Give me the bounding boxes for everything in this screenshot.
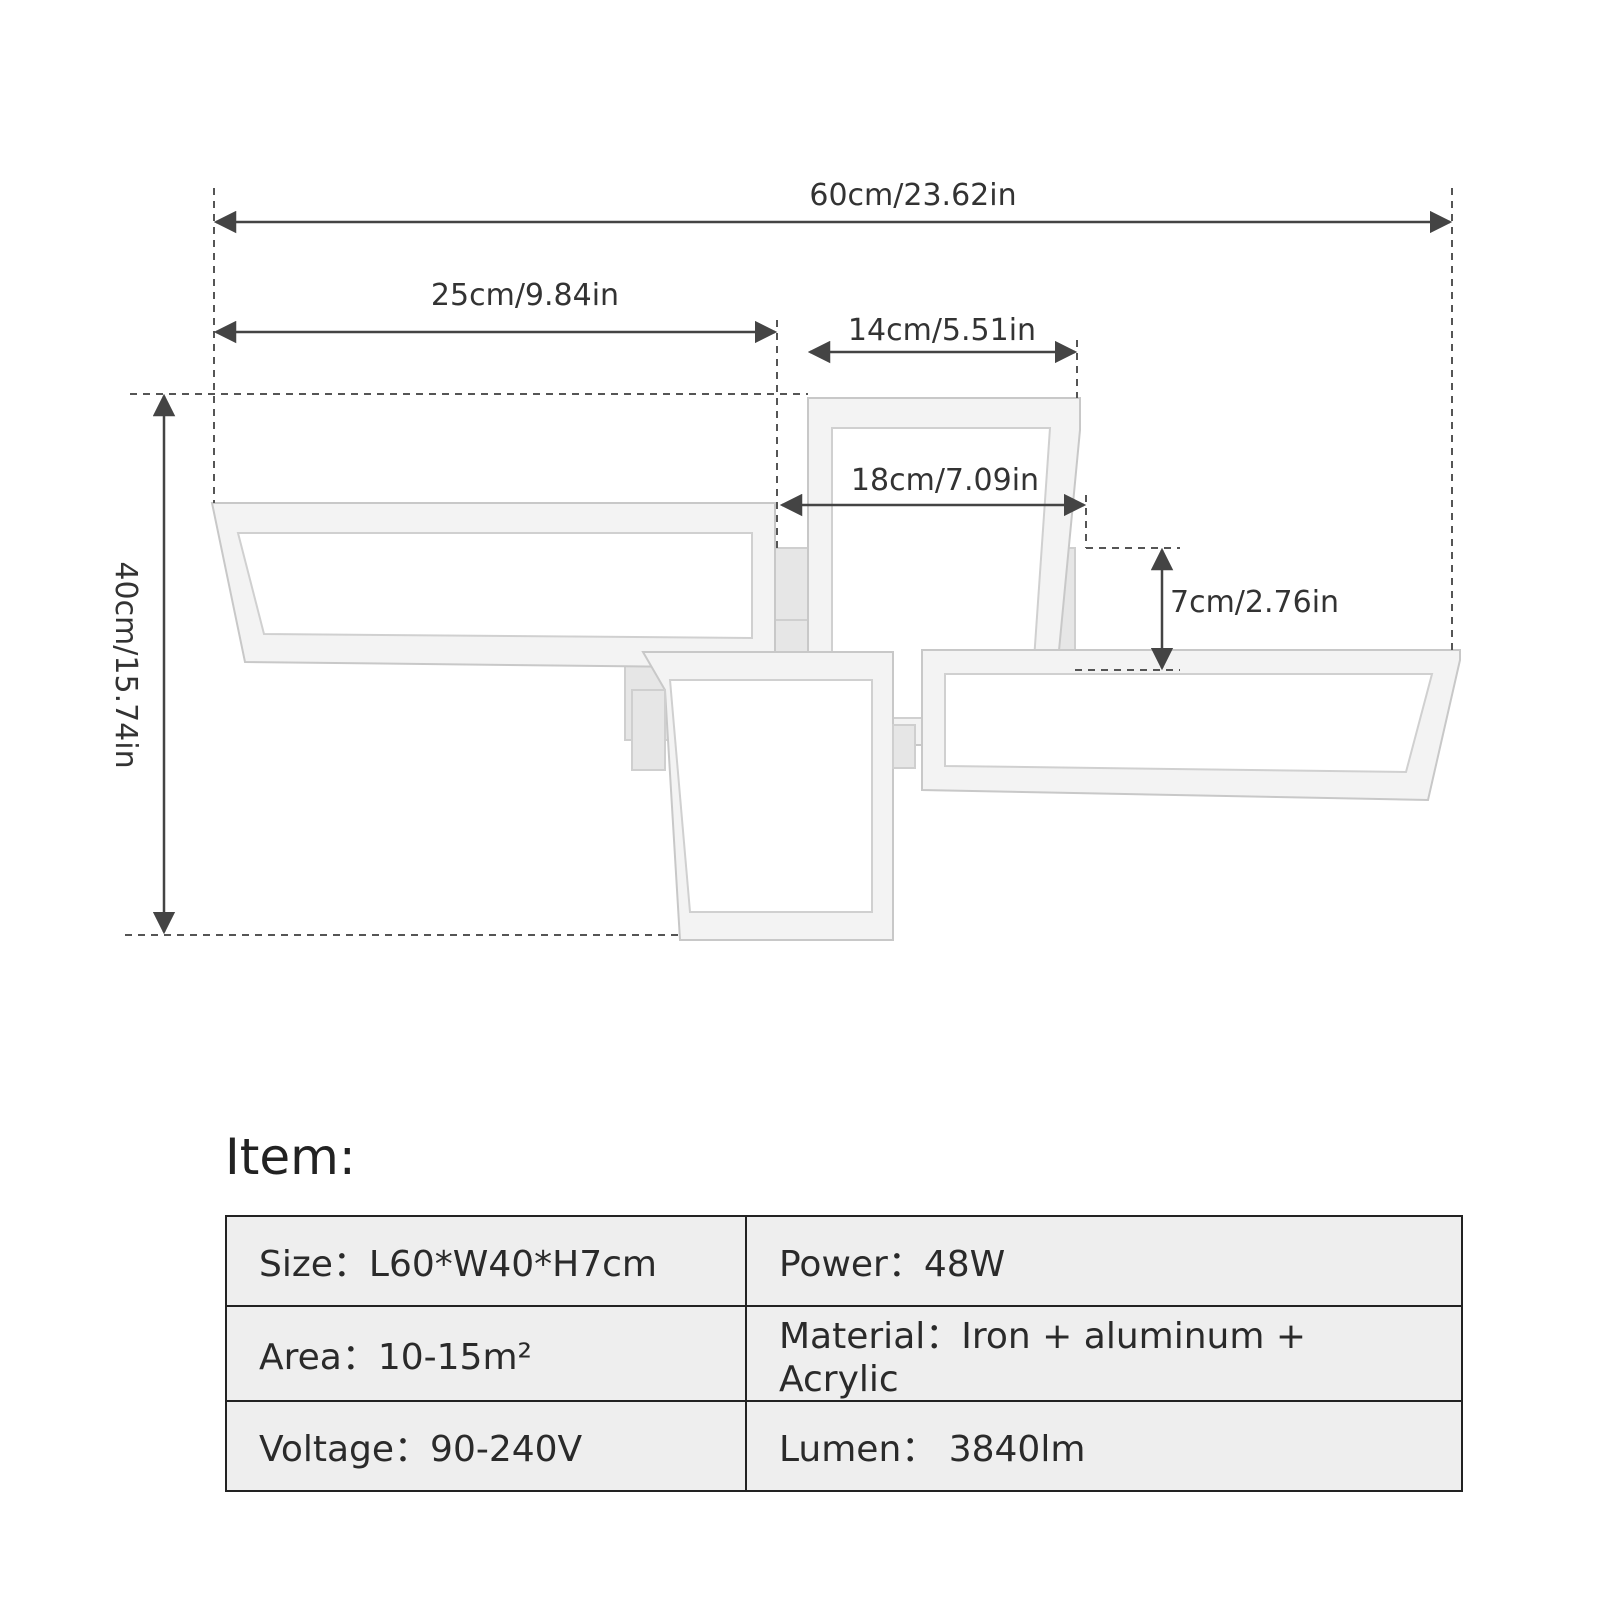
dimension-lines (152, 210, 1453, 935)
dim-label-left-frame: 25cm/9.84in (431, 278, 619, 313)
dim-label-top-frame: 14cm/5.51in (848, 313, 1036, 348)
dimension-labels: 60cm/23.62in 25cm/9.84in 14cm/5.51in 18c… (108, 178, 1339, 769)
lamp-illustration (210, 397, 1461, 941)
extension-lines (125, 188, 1453, 936)
item-title: Item: (225, 1128, 356, 1186)
spec-material: Material：Iron + aluminum + Acrylic (745, 1305, 1463, 1402)
spec-voltage: Voltage：90-240V (225, 1400, 747, 1492)
table-row: Voltage：90-240V Lumen： 3840lm (225, 1400, 1463, 1492)
spec-size: Size：L60*W40*H7cm (225, 1215, 747, 1307)
dim-label-overall-width: 40cm/15.74in (108, 561, 143, 768)
dim-label-height: 7cm/2.76in (1170, 585, 1339, 620)
dim-label-overall-length: 60cm/23.62in (809, 178, 1016, 213)
spec-lumen: Lumen： 3840lm (745, 1400, 1463, 1492)
spec-area: Area：10-15m² (225, 1305, 747, 1402)
lamp-dimension-diagram: 60cm/23.62in 25cm/9.84in 14cm/5.51in 18c… (108, 178, 1461, 941)
spec-table: Size：L60*W40*H7cm Power：48W Area：10-15m²… (225, 1215, 1463, 1492)
spec-power: Power：48W (745, 1215, 1463, 1307)
dim-label-center-span: 18cm/7.09in (851, 463, 1039, 498)
table-row: Size：L60*W40*H7cm Power：48W (225, 1215, 1463, 1307)
table-row: Area：10-15m² Material：Iron + aluminum + … (225, 1305, 1463, 1402)
